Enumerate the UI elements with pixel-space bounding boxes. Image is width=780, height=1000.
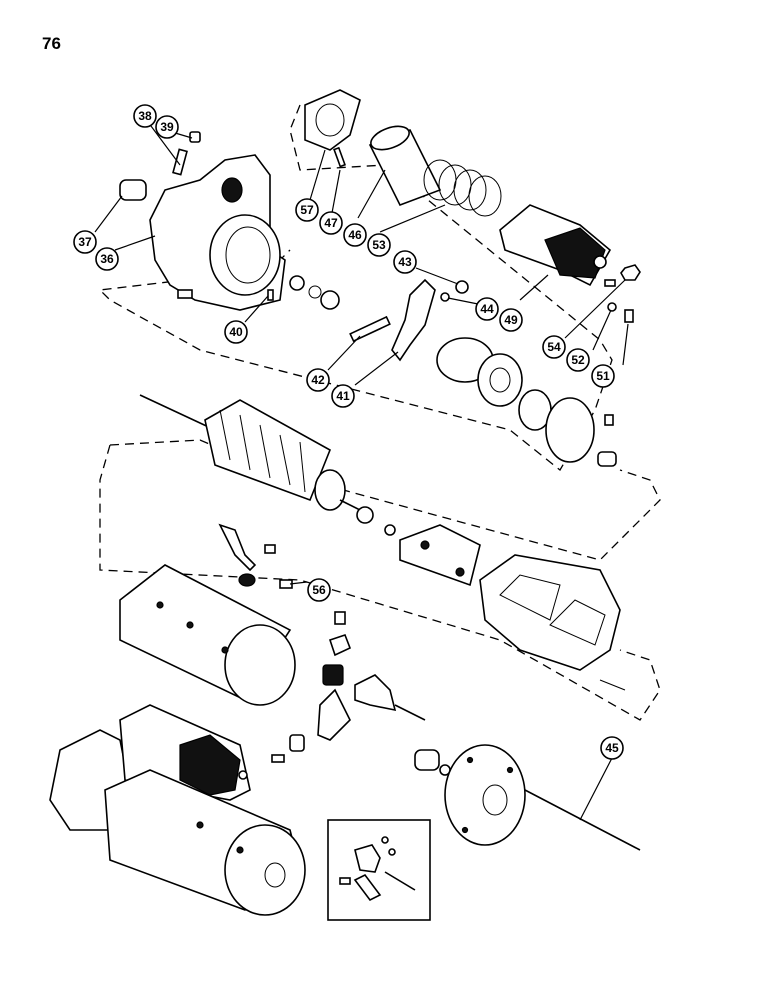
svg-text:45: 45: [605, 741, 619, 755]
brush-spring: [328, 633, 352, 657]
brush-holder: [399, 524, 481, 587]
through-bolt: [524, 789, 641, 851]
plunger: [368, 125, 442, 207]
brush-holder-pin: [394, 704, 426, 721]
callout-37: 37: [73, 230, 97, 254]
seal: [289, 275, 305, 291]
svg-text:57: 57: [300, 203, 314, 217]
thrust-washer-2: [356, 506, 374, 524]
svg-text:52: 52: [571, 353, 585, 367]
svg-text:36: 36: [100, 252, 114, 266]
screw-small: [604, 414, 614, 426]
callout-47: 47: [319, 211, 343, 235]
assembled-starter: [49, 704, 306, 916]
svg-text:44: 44: [480, 302, 494, 316]
callout-53: 53: [367, 233, 391, 257]
callout-57: 57: [295, 198, 319, 222]
brush-screw: [334, 611, 346, 625]
spring-set: [423, 159, 502, 217]
field-coil: [479, 554, 626, 691]
page-number: 76: [42, 34, 61, 53]
terminal-nut: [620, 264, 641, 281]
svg-text:46: 46: [348, 228, 362, 242]
roll-pin: [333, 146, 346, 168]
screw: [624, 309, 634, 323]
plug-grommet: [238, 573, 256, 587]
callout-56: 56: [307, 578, 331, 602]
leader-lines: [94, 121, 629, 821]
callout-51: 51: [591, 364, 615, 388]
commutator-bushing: [414, 749, 440, 771]
spacer: [384, 524, 396, 536]
commutator-end-frame: [444, 744, 526, 846]
detail-inset: [327, 819, 431, 921]
field-frame: [119, 564, 296, 706]
svg-text:56: 56: [312, 583, 326, 597]
svg-text:54: 54: [547, 340, 561, 354]
callout-44: 44: [475, 297, 499, 321]
callout-39: 39: [155, 115, 179, 139]
callout-38: 38: [133, 104, 157, 128]
pin: [172, 148, 188, 176]
svg-text:42: 42: [311, 373, 325, 387]
nut: [455, 280, 469, 294]
svg-text:37: 37: [78, 235, 92, 249]
drive-clutch: [436, 337, 523, 407]
callout-49: 49: [499, 308, 523, 332]
callout-52: 52: [566, 348, 590, 372]
terminal-strap: [218, 523, 257, 572]
svg-text:53: 53: [372, 238, 386, 252]
svg-text:39: 39: [160, 120, 174, 134]
strap-screw: [264, 544, 276, 554]
thrust-washer: [320, 290, 340, 310]
callout-42: 42: [306, 368, 330, 392]
callout-54: 54: [542, 335, 566, 359]
cup-plate: [545, 397, 595, 463]
svg-text:49: 49: [504, 313, 518, 327]
solenoid: [499, 204, 616, 287]
armature: [139, 394, 361, 511]
bushing: [119, 179, 147, 201]
svg-text:41: 41: [336, 389, 350, 403]
brush-holder-plate: [354, 674, 397, 712]
svg-text:51: 51: [596, 369, 610, 383]
svg-text:40: 40: [229, 325, 243, 339]
pin-small: [267, 289, 274, 301]
svg-text:38: 38: [138, 109, 152, 123]
brush-arm: [317, 688, 351, 741]
svg-text:47: 47: [324, 216, 338, 230]
brush: [322, 664, 344, 686]
callout-36: 36: [95, 247, 119, 271]
gasket: [304, 89, 361, 151]
drive-end-housing: [149, 154, 286, 311]
lock-washer: [607, 302, 617, 312]
plug: [189, 131, 201, 143]
shift-lever: [391, 278, 436, 362]
callout-43: 43: [393, 250, 417, 274]
svg-text:43: 43: [398, 255, 412, 269]
retaining-ring: [308, 285, 322, 299]
insulator: [289, 734, 305, 752]
callout-45: 45: [600, 736, 624, 760]
middle-group-outline: [99, 439, 661, 721]
pivot-bolt: [349, 315, 391, 343]
mount-screw: [271, 754, 285, 763]
washer: [440, 292, 450, 302]
callout-40: 40: [224, 320, 248, 344]
bushing-small: [597, 451, 617, 467]
callout-46: 46: [343, 223, 367, 247]
callout-41: 41: [331, 384, 355, 408]
